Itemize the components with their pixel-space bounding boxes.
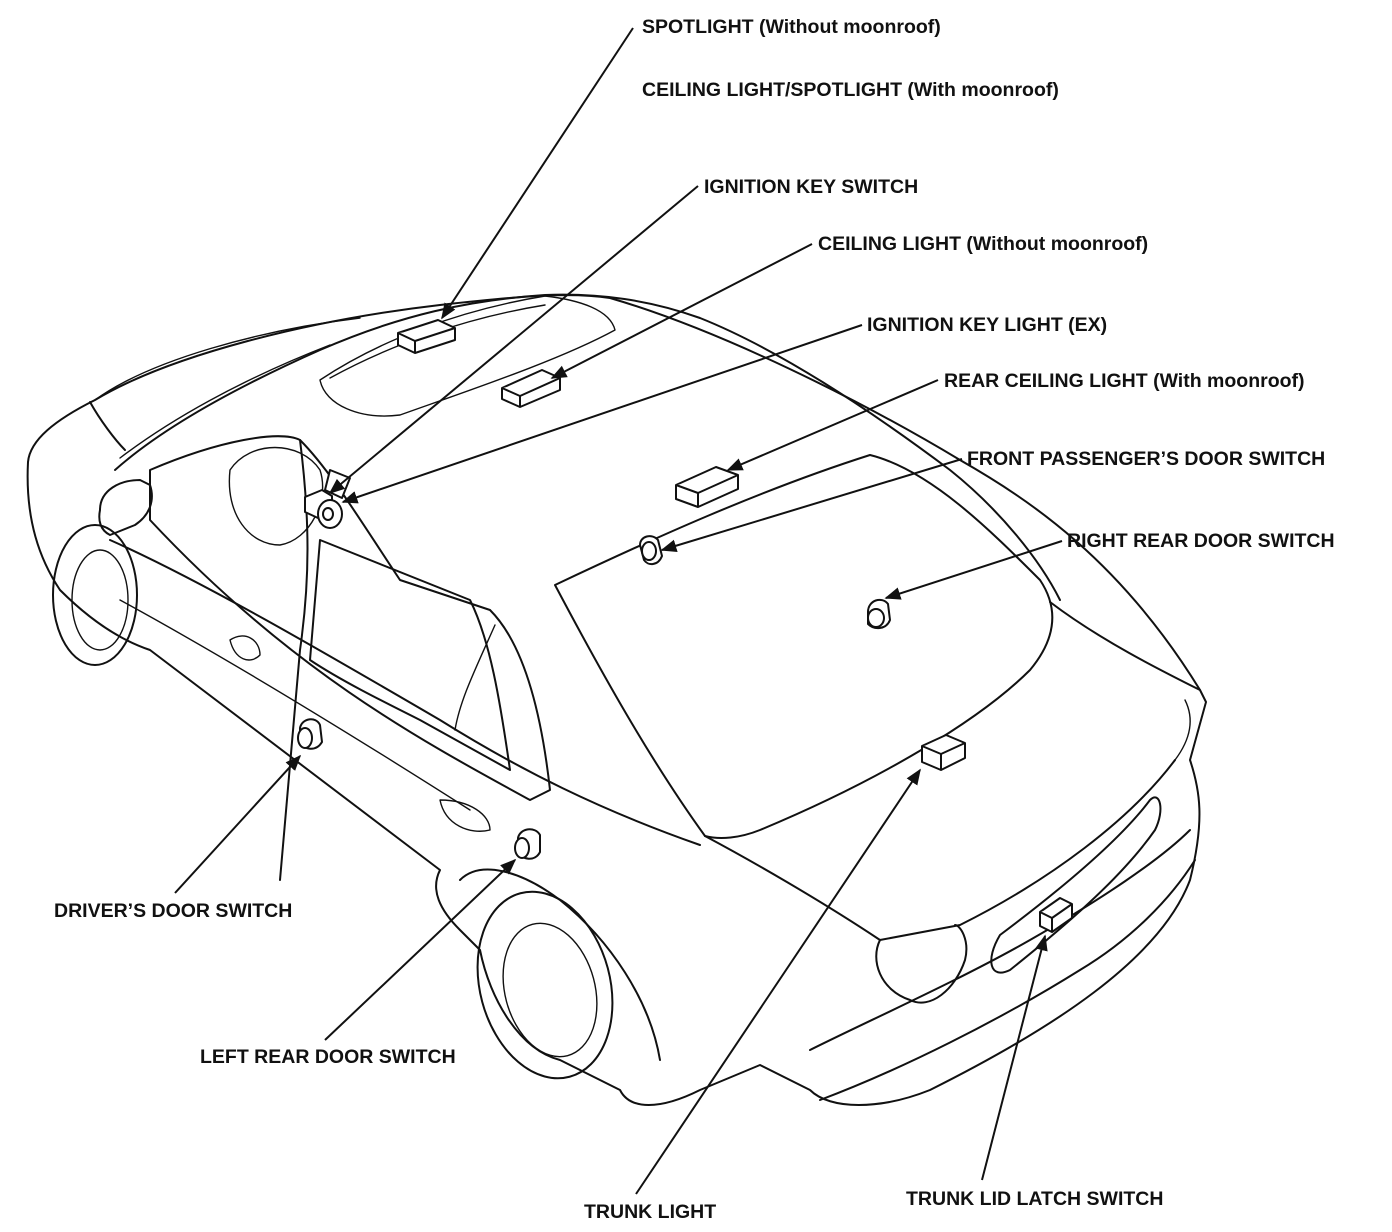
leader-spotlight	[441, 27, 634, 320]
label-trunk-light: TRUNK LIGHT	[584, 1201, 716, 1223]
label-front-passenger-door-switch: FRONT PASSENGER’S DOOR SWITCH	[967, 448, 1325, 470]
leader-front-passenger-door-switch	[660, 458, 963, 552]
drivers-door-switch-part	[297, 718, 323, 750]
leader-ceiling-light	[550, 243, 813, 379]
front-passenger-door-switch-part	[639, 535, 663, 566]
label-ceiling-light-spotlight: CEILING LIGHT/SPOTLIGHT (With moonroof)	[642, 79, 1059, 101]
label-left-rear-door-switch: LEFT REAR DOOR SWITCH	[200, 1046, 456, 1068]
left-rear-door-switch-part	[514, 828, 541, 860]
right-rear-door-switch-part	[867, 598, 891, 630]
label-right-rear-door-switch: RIGHT REAR DOOR SWITCH	[1067, 530, 1335, 552]
rear-ceiling-light-box	[675, 466, 739, 508]
label-ignition-key-light: IGNITION KEY LIGHT (EX)	[867, 314, 1107, 336]
leader-drivers-door-switch	[174, 754, 302, 894]
ceiling-light-box	[501, 369, 561, 408]
label-ignition-key-switch: IGNITION KEY SWITCH	[704, 176, 918, 198]
leader-rear-ceiling-light	[726, 379, 939, 471]
leader-left-rear-door-switch	[324, 858, 517, 1041]
leader-lines	[174, 27, 1063, 1195]
leader-trunk-lid-latch-switch	[981, 934, 1048, 1181]
spotlight-box	[397, 319, 456, 354]
leader-ignition-key-switch	[328, 185, 699, 495]
car-body-outline	[26, 293, 1207, 1106]
trunk-lid-latch-switch-part	[1039, 897, 1073, 933]
label-drivers-door-switch: DRIVER’S DOOR SWITCH	[54, 900, 292, 922]
leader-right-rear-door-switch	[884, 540, 1063, 600]
labels: SPOTLIGHT (Without moonroof) CEILING LIG…	[54, 16, 1335, 1223]
label-trunk-lid-latch-switch: TRUNK LID LATCH SWITCH	[906, 1188, 1163, 1210]
label-spotlight: SPOTLIGHT (Without moonroof)	[642, 16, 941, 38]
label-ceiling-light: CEILING LIGHT (Without moonroof)	[818, 233, 1148, 255]
leader-ignition-key-light	[341, 324, 863, 504]
leader-trunk-light	[635, 768, 921, 1195]
trunk-light-box	[921, 734, 966, 771]
label-rear-ceiling-light: REAR CEILING LIGHT (With moonroof)	[944, 370, 1305, 392]
ignition-key-light-part	[317, 499, 343, 529]
